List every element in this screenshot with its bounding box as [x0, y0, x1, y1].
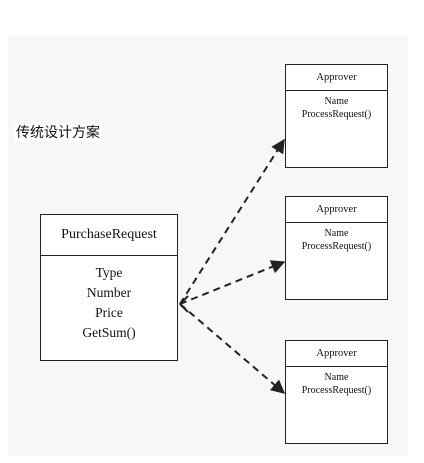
- arrow-origin-mark: [179, 295, 189, 313]
- approver-class-middle: Approver Name ProcessRequest(): [285, 196, 388, 300]
- purchase-request-class-name: PurchaseRequest: [41, 215, 177, 256]
- approver-members: Name ProcessRequest(): [286, 91, 387, 121]
- approver-members: Name ProcessRequest(): [286, 367, 387, 397]
- diagram-heading: 传统设计方案: [14, 124, 102, 142]
- member-price: Price: [95, 305, 123, 320]
- member-name: Name: [324, 228, 349, 239]
- member-name: Name: [324, 96, 349, 107]
- approver-class-top: Approver Name ProcessRequest(): [285, 64, 388, 168]
- arrow-to-approver-middle: [179, 260, 286, 305]
- member-type: Type: [95, 265, 123, 280]
- member-process-request: ProcessRequest(): [301, 385, 372, 396]
- member-getsum: GetSum(): [82, 325, 136, 340]
- arrow-to-approver-bottom: [179, 303, 286, 394]
- member-number: Number: [86, 285, 132, 300]
- arrow-to-approver-top: [179, 138, 285, 305]
- member-process-request: ProcessRequest(): [301, 109, 372, 120]
- purchase-request-members: Type Number Price GetSum(): [41, 256, 177, 343]
- approver-class-name: Approver: [286, 197, 387, 223]
- approver-class-name: Approver: [286, 65, 387, 91]
- purchase-request-class: PurchaseRequest Type Number Price GetSum…: [40, 214, 178, 361]
- approver-members: Name ProcessRequest(): [286, 223, 387, 253]
- approver-class-name: Approver: [286, 341, 387, 367]
- member-name: Name: [324, 372, 349, 383]
- member-process-request: ProcessRequest(): [301, 241, 372, 252]
- approver-class-bottom: Approver Name ProcessRequest(): [285, 340, 388, 444]
